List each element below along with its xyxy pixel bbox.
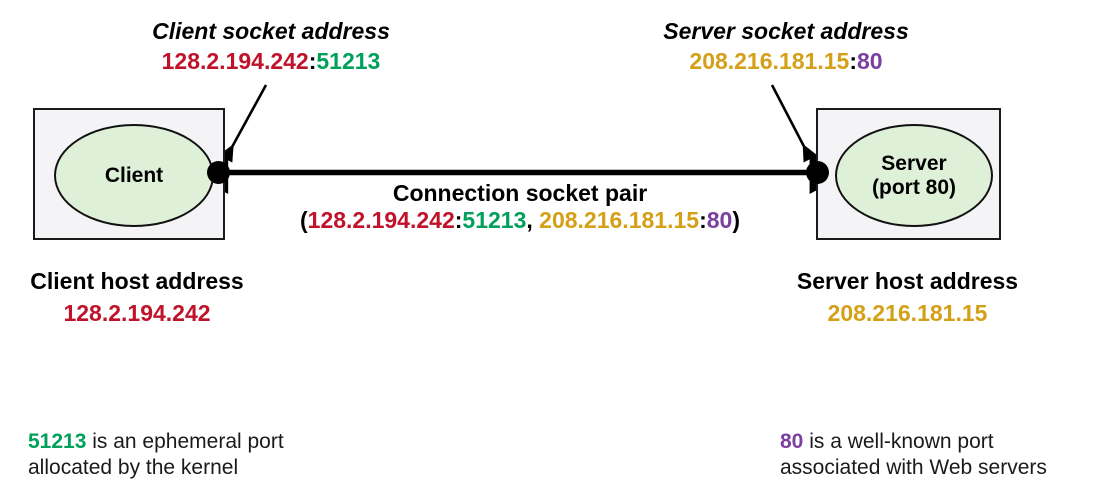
ephemeral-port-number: 51213 — [28, 430, 87, 453]
server-host-address-value: 208.216.181.15 — [827, 300, 988, 326]
client-port-text: 51213 — [316, 48, 381, 74]
client-socket-address-callout: Client socket address 128.2.194.242:5121… — [146, 18, 396, 75]
server-node-ellipse: Server (port 80) — [835, 124, 993, 227]
pair-client-port: 51213 — [462, 207, 527, 234]
server-host-address-caption: Server host address 208.216.181.15 — [780, 268, 1035, 327]
wellknown-port-note: 80 is a well-known port associated with … — [780, 429, 1100, 482]
server-host-box: Server (port 80) — [816, 108, 1001, 240]
client-endpoint-dot — [207, 161, 230, 184]
client-host-box: Client — [33, 108, 225, 240]
server-node-label-line1: Server — [881, 151, 947, 175]
server-socket-address-label: Server socket address — [663, 18, 909, 44]
client-ip-text: 128.2.194.242 — [161, 48, 309, 74]
connection-socket-pair-title: Connection socket pair — [392, 180, 648, 206]
client-socket-address-value: 128.2.194.242:51213 — [146, 48, 396, 75]
client-host-address-value: 128.2.194.242 — [63, 300, 211, 326]
pair-colon-2: : — [699, 207, 707, 234]
client-colon-text: : — [308, 48, 317, 74]
wellknown-port-note-rest: is a well-known port — [803, 430, 994, 453]
wellknown-port-note-line2: associated with Web servers — [780, 456, 1047, 480]
server-port-text: 80 — [856, 48, 883, 74]
server-node-label-line2: (port 80) — [872, 175, 956, 199]
wellknown-port-note-line1: 80 is a well-known port — [780, 429, 1100, 455]
pair-server-ip: 208.216.181.15 — [539, 207, 700, 234]
pair-client-ip: 128.2.194.242 — [307, 207, 455, 234]
pair-separator: , — [526, 207, 540, 234]
ephemeral-port-note: 51213 is an ephemeral port allocated by … — [28, 429, 448, 482]
connection-socket-pair-caption: Connection socket pair (128.2.194.242:51… — [231, 180, 809, 234]
pair-open-paren: ( — [299, 207, 308, 234]
client-pointer-arrow-icon — [218, 84, 268, 163]
server-pointer-arrow-icon — [770, 84, 818, 163]
client-socket-address-label: Client socket address — [152, 18, 390, 44]
client-host-address-caption: Client host address 128.2.194.242 — [18, 268, 256, 327]
server-socket-address-callout: Server socket address 208.216.181.15:80 — [660, 18, 912, 75]
server-endpoint-dot — [806, 161, 829, 184]
ephemeral-port-note-line1: 51213 is an ephemeral port — [28, 429, 448, 455]
server-host-address-label: Server host address — [796, 268, 1019, 294]
ephemeral-port-note-rest: is an ephemeral port — [86, 430, 284, 453]
client-node-ellipse: Client — [54, 124, 214, 227]
server-ip-text: 208.216.181.15 — [689, 48, 850, 74]
client-host-address-label: Client host address — [30, 268, 244, 294]
pair-close-paren: ) — [732, 207, 740, 234]
connection-socket-pair-value: (128.2.194.242:51213, 208.216.181.15:80) — [231, 207, 809, 234]
client-node-label: Client — [104, 163, 164, 187]
server-colon-text: : — [849, 48, 857, 74]
pair-server-port: 80 — [706, 207, 733, 234]
ephemeral-port-note-line2: allocated by the kernel — [28, 456, 239, 480]
server-socket-address-value: 208.216.181.15:80 — [660, 48, 912, 75]
pair-colon-1: : — [454, 207, 463, 234]
wellknown-port-number: 80 — [780, 430, 804, 453]
